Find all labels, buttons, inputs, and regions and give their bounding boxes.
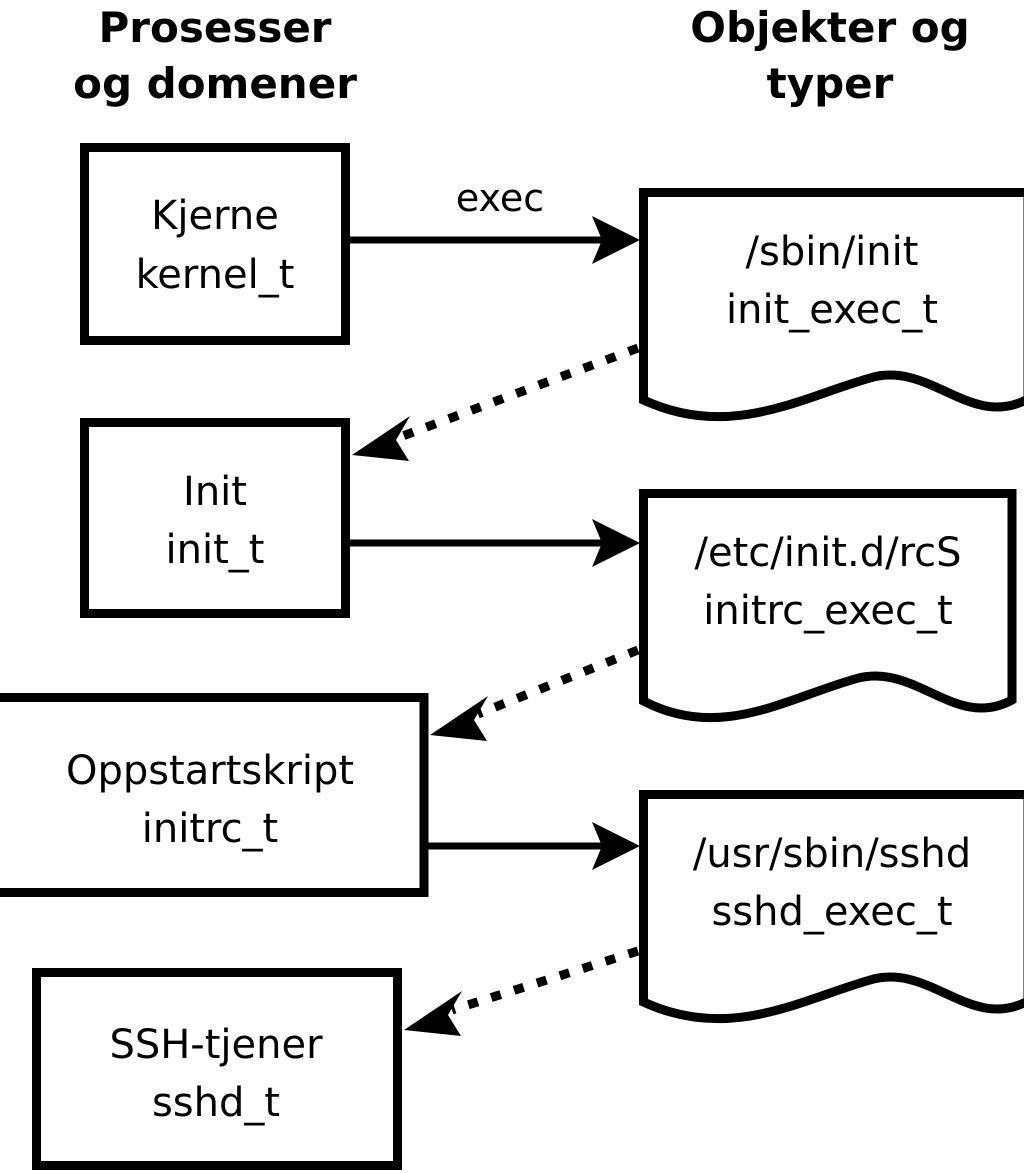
process-node-sshd[interactable]: SSH-tjener sshd_t bbox=[32, 968, 402, 1170]
edge-line-initrc-exec-to-initrc bbox=[476, 645, 640, 719]
arrowhead-initrc-to-sshd-exec bbox=[592, 822, 640, 870]
arrowhead-init-exec-to-init bbox=[352, 416, 410, 461]
edge-label-exec: exec bbox=[456, 176, 544, 220]
arrowhead-init-to-initrc-exec bbox=[592, 519, 640, 567]
process-node-initrc-box[interactable] bbox=[0, 693, 429, 897]
right-heading-line1: Objekter og bbox=[690, 3, 969, 52]
object-node-initrc-exec-shape[interactable] bbox=[639, 489, 1017, 723]
edge-line-init-exec-to-init bbox=[398, 343, 640, 442]
edge-line-sshd-exec-to-sshd bbox=[450, 946, 640, 1015]
arrowhead-sshd-exec-to-sshd bbox=[404, 991, 462, 1036]
arrowhead-kernel-to-init-exec bbox=[592, 216, 640, 264]
right-heading-line2: typer bbox=[767, 59, 894, 108]
process-node-kernel-box[interactable] bbox=[80, 143, 350, 345]
process-node-sshd-box[interactable] bbox=[32, 968, 402, 1170]
edge-initrc-to-sshd-exec bbox=[428, 822, 640, 870]
process-node-init-box[interactable] bbox=[80, 418, 350, 618]
object-node-init-exec-path: /sbin/init bbox=[746, 229, 919, 275]
arrowhead-initrc-exec-to-initrc bbox=[430, 696, 488, 741]
object-node-sshd-exec-shape[interactable] bbox=[639, 790, 1024, 1024]
process-node-kernel-type: kernel_t bbox=[136, 252, 295, 298]
object-node-sshd-exec[interactable]: /usr/sbin/sshd sshd_exec_t bbox=[639, 790, 1024, 1024]
process-node-sshd-name: SSH-tjener bbox=[109, 1022, 323, 1068]
right-column-heading: Objekter og typer bbox=[690, 3, 969, 108]
process-node-init-type: init_t bbox=[166, 527, 265, 573]
edge-sshd-exec-to-sshd bbox=[404, 946, 640, 1036]
process-node-sshd-type: sshd_t bbox=[152, 1080, 280, 1126]
process-node-init[interactable]: Init init_t bbox=[80, 418, 350, 618]
object-node-initrc-exec-type: initrc_exec_t bbox=[703, 588, 952, 634]
object-node-init-exec-shape[interactable] bbox=[639, 188, 1024, 422]
process-node-initrc-name: Oppstartskript bbox=[66, 748, 354, 794]
edge-init-exec-to-init bbox=[352, 343, 640, 461]
edge-init-to-initrc-exec bbox=[350, 519, 640, 567]
process-node-kernel[interactable]: Kjerne kernel_t bbox=[80, 143, 350, 345]
edge-initrc-exec-to-initrc bbox=[430, 645, 640, 741]
left-heading-line2: og domener bbox=[73, 59, 357, 108]
process-node-initrc-type: initrc_t bbox=[142, 806, 279, 852]
object-node-initrc-exec-path: /etc/init.d/rcS bbox=[694, 530, 961, 576]
edge-kernel-to-init-exec: exec bbox=[350, 176, 640, 264]
object-node-init-exec-type: init_exec_t bbox=[726, 287, 938, 333]
process-node-init-name: Init bbox=[183, 469, 247, 515]
left-column-heading: Prosesser og domener bbox=[73, 3, 357, 108]
left-heading-line1: Prosesser bbox=[98, 3, 331, 52]
process-node-initrc[interactable]: Oppstartskript initrc_t bbox=[0, 693, 429, 897]
object-node-initrc-exec[interactable]: /etc/init.d/rcS initrc_exec_t bbox=[639, 489, 1017, 723]
process-node-kernel-name: Kjerne bbox=[151, 193, 279, 239]
object-node-sshd-exec-path: /usr/sbin/sshd bbox=[693, 831, 971, 877]
object-node-sshd-exec-type: sshd_exec_t bbox=[711, 889, 952, 935]
object-node-init-exec[interactable]: /sbin/init init_exec_t bbox=[639, 188, 1024, 422]
